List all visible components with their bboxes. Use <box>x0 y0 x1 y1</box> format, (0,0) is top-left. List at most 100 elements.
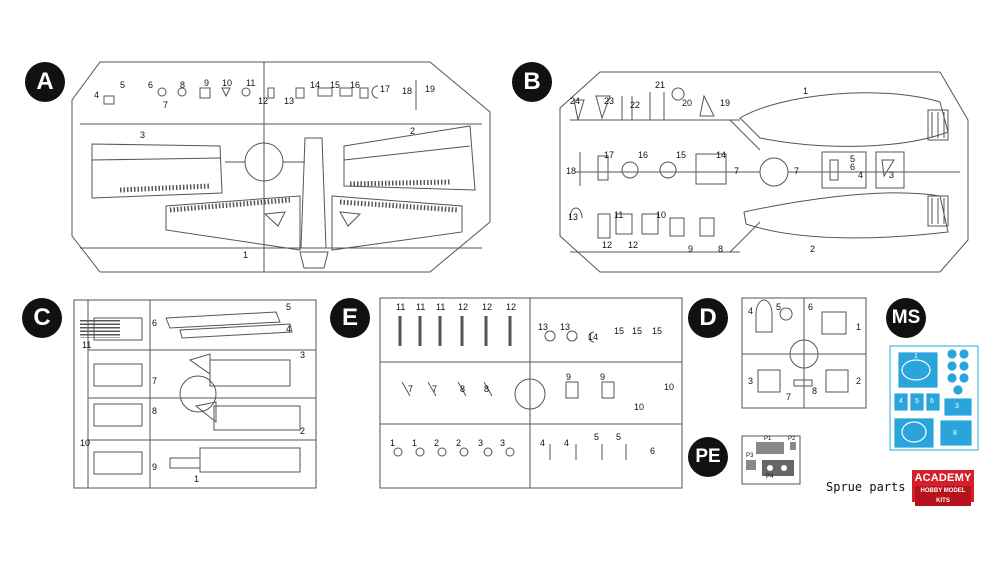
part-label: 7 <box>163 100 169 110</box>
part-label: P1 <box>764 436 772 442</box>
part-label: 7 <box>935 430 939 437</box>
part-label: 1 <box>856 322 862 332</box>
part-label: 14 <box>310 80 321 90</box>
part-label: 2 <box>300 426 306 436</box>
ms-mask-sheet <box>889 345 979 451</box>
part-label: 2 <box>410 126 416 136</box>
logo-title: ACADEMY <box>914 472 972 484</box>
part-label: 4 <box>899 398 903 405</box>
part-label: 17 <box>380 84 391 94</box>
part-label: P4 <box>766 474 774 480</box>
pe-badge: PE <box>688 437 728 477</box>
part-label: 11 <box>246 78 256 88</box>
part-label: 3 <box>955 403 959 410</box>
part-label: 10 <box>656 210 667 220</box>
part-label: 6 <box>650 446 656 456</box>
part-label: 2 <box>810 244 816 254</box>
part-label: 1 <box>412 438 418 448</box>
part-label: 2 <box>940 375 944 382</box>
part-label: 14 <box>716 150 727 160</box>
part-label: 15 <box>652 326 663 336</box>
sprue-b-badge: B <box>512 62 552 102</box>
part-label: 13 <box>538 322 549 332</box>
part-label: 1 <box>243 250 249 260</box>
part-label: 20 <box>682 98 693 108</box>
sprue-d-badge: D <box>688 298 728 338</box>
sprue-b-frame <box>559 71 969 273</box>
part-label: 7 <box>408 384 414 394</box>
part-label: 6 <box>808 302 814 312</box>
part-label: 9 <box>688 244 694 254</box>
part-label: 3 <box>889 170 895 180</box>
part-label: 16 <box>638 150 649 160</box>
part-label: 9 <box>152 462 158 472</box>
part-label: 5 <box>286 302 292 312</box>
part-label: 11 <box>416 302 426 312</box>
part-label: 12 <box>458 302 469 312</box>
part-label: 2 <box>456 438 462 448</box>
part-label: 4 <box>94 90 100 100</box>
part-label: 5 <box>616 432 622 442</box>
part-label: 3 <box>478 438 484 448</box>
sprue-a-frame <box>71 61 491 273</box>
part-label: 1 <box>194 474 200 484</box>
sprue-e-badge: E <box>330 298 370 338</box>
part-label: 10 <box>664 382 675 392</box>
part-label: 5 <box>594 432 600 442</box>
sprue-c-cowl-parts <box>80 317 143 475</box>
part-label: 16 <box>350 80 361 90</box>
part-label: 24 <box>570 96 581 106</box>
sprue-a-lower-wing-right <box>331 195 463 251</box>
part-label: 4 <box>858 170 864 180</box>
sprue-d-frame <box>741 297 867 409</box>
part-label: 5 <box>776 302 782 312</box>
logo-subtitle: HOBBY MODEL KITS <box>915 486 971 506</box>
part-label: 4 <box>540 438 546 448</box>
part-label: 13 <box>284 96 295 106</box>
part-label: 18 <box>402 86 413 96</box>
part-label: 8 <box>460 384 466 394</box>
sprue-c-engine-parts <box>165 311 301 473</box>
part-label: 13 <box>568 212 579 222</box>
part-label: 11 <box>614 210 624 220</box>
part-label: 19 <box>425 84 436 94</box>
part-label: 11 <box>436 302 446 312</box>
part-label: 22 <box>630 100 641 110</box>
part-label: 3 <box>500 438 506 448</box>
part-label: 15 <box>614 326 625 336</box>
part-label: 14 <box>588 332 599 342</box>
part-label: P2 <box>788 436 796 442</box>
pe-fret <box>741 435 801 485</box>
sprue-a-wing-right <box>343 125 476 191</box>
part-label: 10 <box>80 438 91 448</box>
part-label: 13 <box>560 322 571 332</box>
part-label: 11 <box>396 302 406 312</box>
part-label: 7 <box>432 384 438 394</box>
part-label: 6 <box>850 162 856 172</box>
part-label: 11 <box>82 340 92 350</box>
part-label: 4 <box>748 306 754 316</box>
part-label: 5 <box>915 398 919 405</box>
ms-badge: MS <box>886 298 926 338</box>
part-label: 4 <box>564 438 570 448</box>
part-label: 23 <box>604 96 615 106</box>
part-label: 8 <box>718 244 724 254</box>
part-label: 8 <box>180 80 186 90</box>
part-label: 2 <box>856 376 862 386</box>
part-label: 8 <box>484 384 490 394</box>
part-label: 4 <box>286 324 292 334</box>
part-label: 9 <box>204 78 210 88</box>
part-label: 15 <box>632 326 643 336</box>
sprue-c-badge: C <box>22 298 62 338</box>
part-label: 7 <box>786 392 792 402</box>
part-label: 1 <box>803 86 809 96</box>
part-label: 12 <box>628 240 639 250</box>
part-label: 9 <box>600 372 606 382</box>
part-label: P3 <box>746 453 754 459</box>
part-label: 12 <box>506 302 517 312</box>
part-label: 3 <box>300 350 306 360</box>
part-label: 3 <box>748 376 754 386</box>
part-label: 10 <box>634 402 645 412</box>
